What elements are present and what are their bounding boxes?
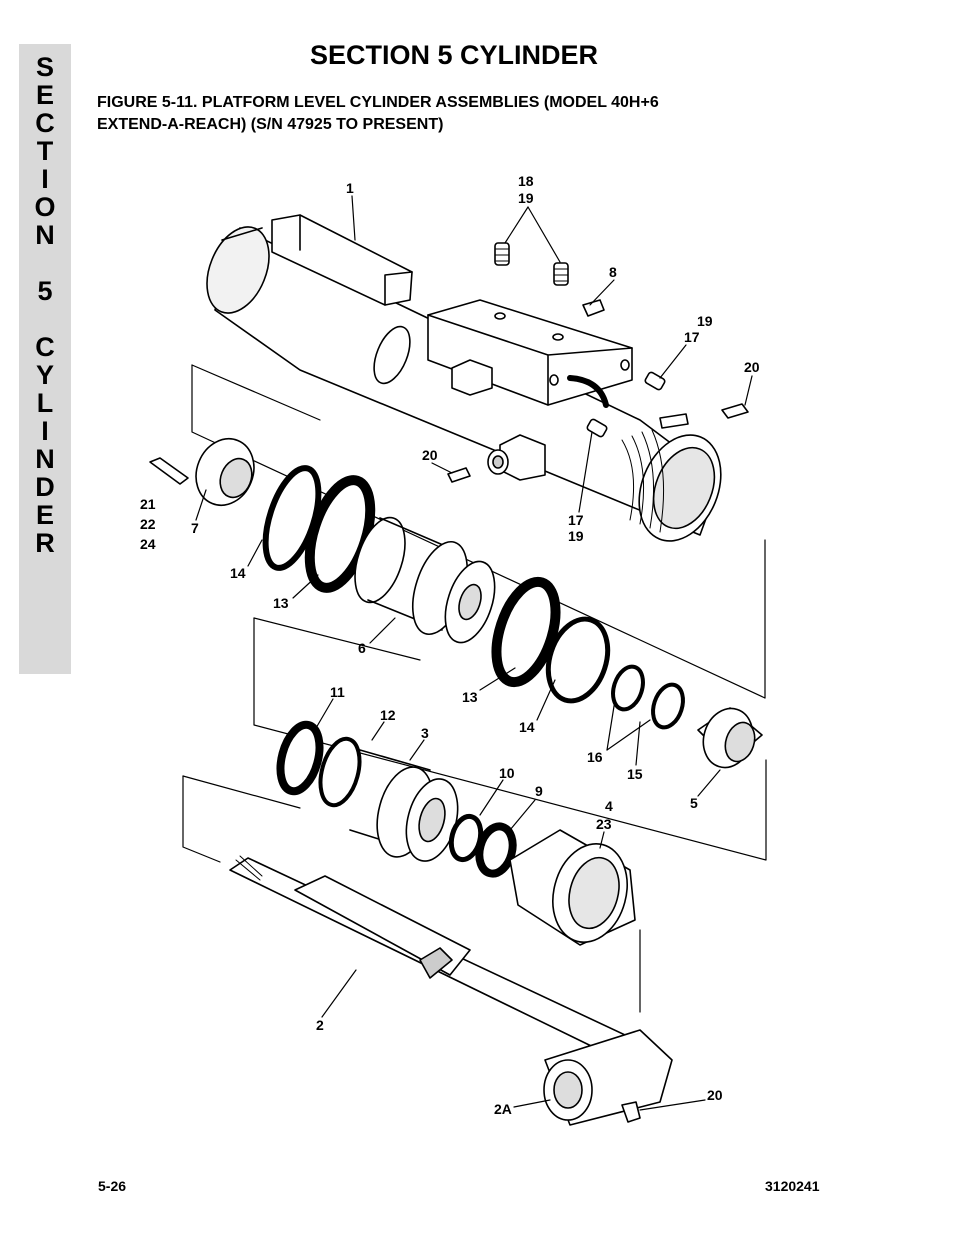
side-tab-letter: N	[35, 444, 55, 474]
side-tab-letter: L	[36, 388, 54, 418]
side-tab-letter: S	[35, 52, 54, 82]
callout-4: 4	[605, 798, 613, 814]
callout-12: 12	[380, 707, 396, 723]
side-tab-letter: T	[36, 136, 54, 166]
callout-2a: 2A	[494, 1101, 512, 1117]
callout-22: 22	[140, 516, 156, 532]
callout-20: 20	[744, 359, 760, 375]
callout-8: 8	[609, 264, 617, 280]
callout-20: 20	[422, 447, 438, 463]
page-number: 5-26	[98, 1178, 127, 1194]
leader-lines	[195, 195, 753, 1111]
callout-24: 24	[140, 536, 156, 552]
side-tab-letter: C	[35, 108, 55, 138]
cylinder-head-row	[276, 720, 636, 946]
callout-1: 1	[346, 180, 354, 196]
section-side-tab: S E C T I O N 5 C Y L I N D E R	[19, 44, 71, 674]
side-tab-letter: N	[35, 220, 55, 250]
callout-11: 11	[330, 684, 345, 700]
flange-and-screw	[149, 437, 255, 507]
callout-13: 13	[273, 595, 289, 611]
callout-13: 13	[462, 689, 478, 705]
callout-5: 5	[690, 795, 698, 811]
callout-6: 6	[358, 640, 366, 656]
callout-14: 14	[230, 565, 246, 581]
callout-19: 19	[697, 313, 713, 329]
side-tab-letter: C	[35, 332, 55, 362]
callout-23: 23	[596, 816, 612, 832]
cylinder-barrel	[206, 214, 722, 542]
callout-20: 20	[707, 1087, 723, 1103]
callout-18: 18	[518, 173, 534, 189]
callout-9: 9	[535, 783, 543, 799]
callout-3: 3	[421, 725, 429, 741]
callout-10: 10	[499, 765, 515, 781]
side-tab-letter: I	[41, 164, 49, 194]
callout-16: 16	[587, 749, 603, 765]
side-tab-letter: I	[41, 416, 49, 446]
callout-19: 19	[518, 190, 534, 206]
side-tab-letter: E	[35, 80, 54, 110]
figure-title-line-2: EXTEND-A-REACH) (S/N 47925 TO PRESENT)	[97, 116, 444, 133]
page-title: SECTION 5 CYLINDER	[310, 40, 599, 70]
callout-2: 2	[316, 1017, 324, 1033]
callout-19: 19	[568, 528, 584, 544]
figure-title: FIGURE 5-11. PLATFORM LEVEL CYLINDER ASS…	[97, 92, 659, 136]
side-tab-letter: E	[35, 500, 54, 530]
callout-21: 21	[140, 496, 156, 512]
side-tab-letter: Y	[35, 360, 54, 390]
callout-17: 17	[568, 512, 584, 528]
side-tab-letter: D	[35, 472, 55, 502]
callout-17: 17	[684, 329, 700, 345]
figure-title-line-1: FIGURE 5-11. PLATFORM LEVEL CYLINDER ASS…	[97, 94, 659, 111]
fittings	[447, 242, 749, 483]
side-tab-letter: O	[34, 192, 56, 222]
callout-14: 14	[519, 719, 535, 735]
side-tab-letter: 5	[37, 276, 53, 306]
callout-7: 7	[191, 520, 199, 536]
exploded-plane-outlines	[182, 364, 767, 1013]
side-tab-letter: R	[35, 528, 55, 558]
piston-rod	[229, 855, 673, 1126]
document-number: 3120241	[765, 1178, 820, 1194]
piston-row	[262, 465, 763, 769]
callout-15: 15	[627, 766, 643, 782]
